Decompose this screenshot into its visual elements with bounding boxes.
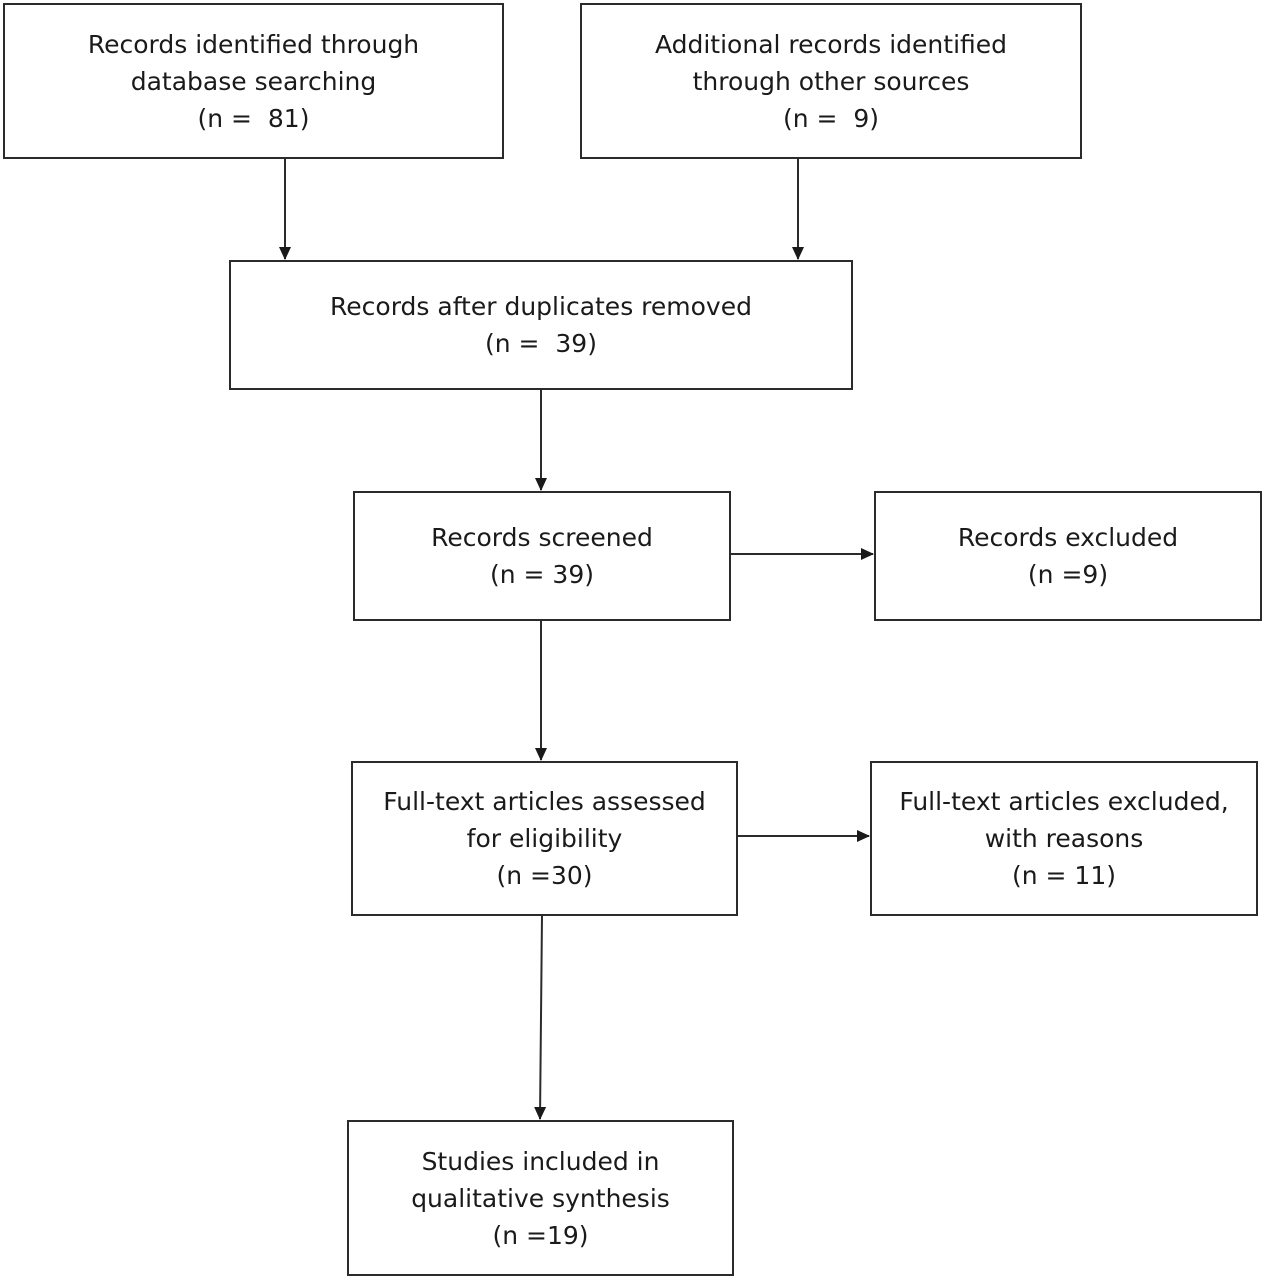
box-text-line: Records identified through (87, 29, 420, 59)
arrow-fulltext-to-included (534, 914, 547, 1120)
box-count: (n = 9) (782, 103, 880, 133)
box-text-line: database searching (130, 66, 377, 96)
box-count: (n = 39) (489, 560, 594, 589)
box-text-line: Additional records identified (654, 29, 1008, 59)
fulltext-excluded-box: Full-text articles excluded, with reason… (870, 761, 1258, 916)
box-count: (n = 11) (1011, 861, 1116, 890)
box-text-line: Studies included in (421, 1146, 660, 1176)
fulltext-assessed-box: Full-text articles assessed for eligibil… (351, 761, 738, 916)
box-text-line: qualitative synthesis (411, 1183, 670, 1213)
box-text-line: with reasons (984, 824, 1144, 853)
box-count: (n =19) (492, 1220, 589, 1250)
box-count: (n = 39) (485, 329, 597, 358)
box-count: (n =30) (496, 861, 593, 890)
records-after-duplicates-box: Records after duplicates removed (n = 39… (229, 260, 853, 390)
box-text-line: Records excluded (957, 523, 1179, 552)
box-text-line: Records screened (431, 523, 653, 552)
records-identified-other-box: Additional records identified through ot… (580, 3, 1082, 159)
box-text-line: Records after duplicates removed (330, 292, 752, 321)
records-identified-database-box: Records identified through database sear… (3, 3, 504, 159)
studies-included-box: Studies included in qualitative synthesi… (347, 1120, 734, 1276)
box-text-line: for eligibility (466, 824, 623, 853)
box-text-line: Full-text articles excluded, (899, 787, 1229, 816)
records-screened-box: Records screened (n = 39) (353, 491, 731, 621)
box-count: (n = 81) (197, 103, 310, 133)
box-text-line: through other sources (692, 66, 970, 96)
box-count: (n =9) (1027, 560, 1109, 589)
box-text-line: Full-text articles assessed (383, 787, 706, 816)
records-excluded-box: Records excluded (n =9) (874, 491, 1262, 621)
